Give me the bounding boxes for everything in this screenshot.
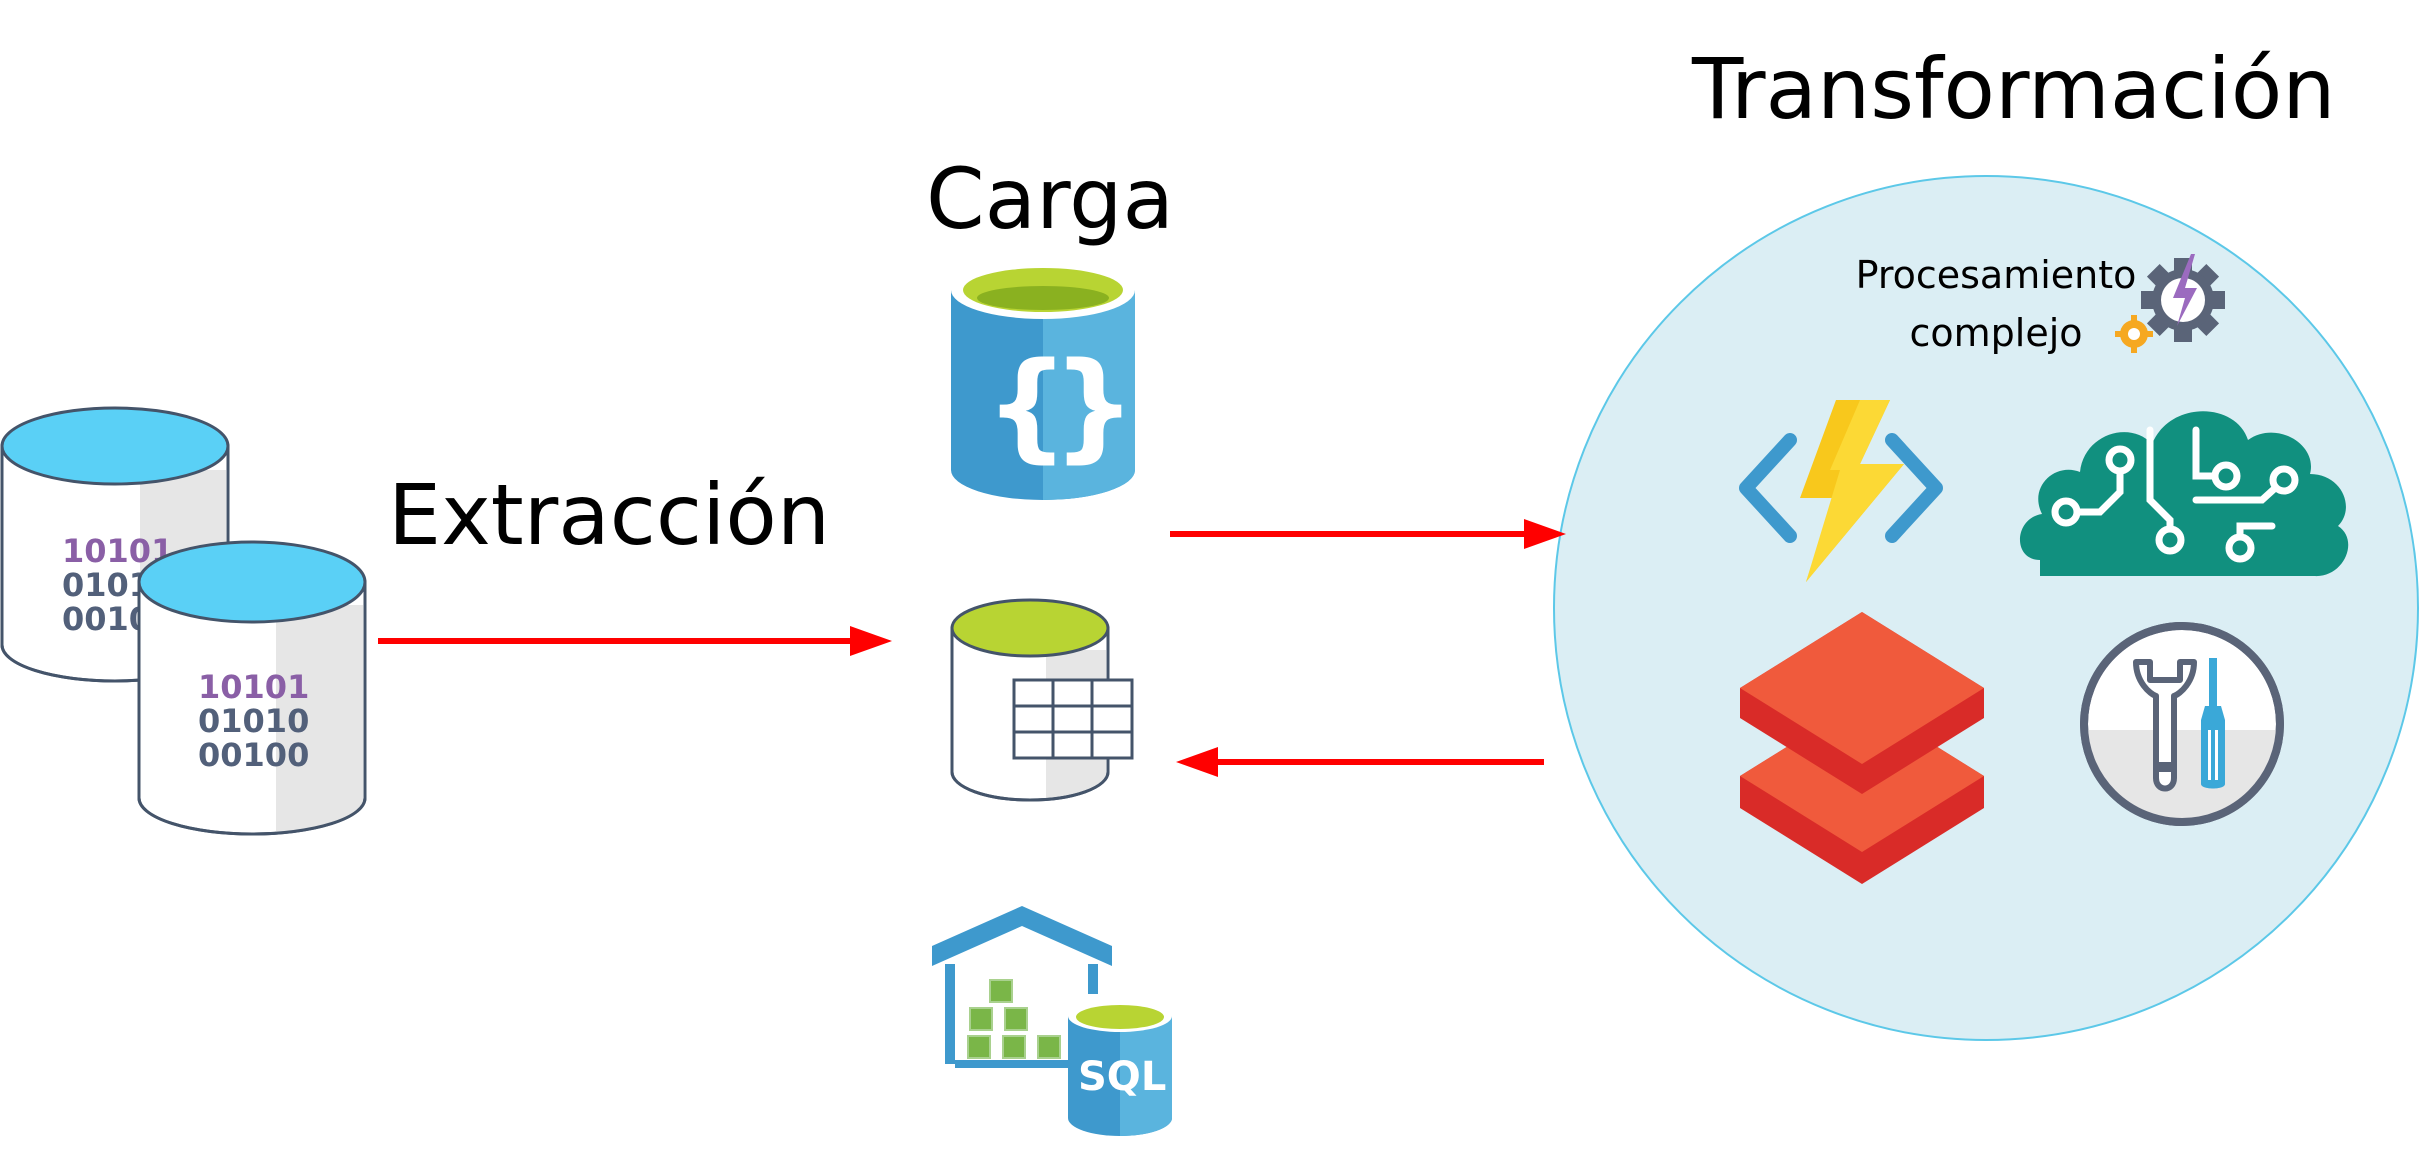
wrench <box>2133 659 2197 792</box>
azure-functions-icon <box>1739 400 1943 582</box>
cosmos-db-icon: { } <box>951 261 1136 500</box>
source-db-back-row-3: 0010 <box>62 600 151 638</box>
arrow-load-to-transform <box>1170 519 1566 549</box>
source-db-back-row-2: 0101 <box>62 566 151 604</box>
sql-badge-text: SQL <box>1078 1054 1166 1100</box>
gear-lightning-icon <box>2115 254 2225 353</box>
sql-table-icon <box>950 598 1134 802</box>
source-db-front: 10101 01010 00100 <box>137 540 367 836</box>
transform-stage-label: Transformación <box>1692 40 2336 138</box>
complex-processing-line-1: Procesamiento <box>1855 253 2137 297</box>
complex-processing-line-2: complejo <box>1909 311 2083 355</box>
source-database-icon: 10101 0101 0010 10101 01010 00100 <box>0 406 367 836</box>
cosmos-brace-left: { <box>985 336 1069 474</box>
tools-icon <box>2080 622 2284 826</box>
source-db-front-row-3: 00100 <box>198 736 309 774</box>
source-db-front-row-1: 10101 <box>198 668 309 706</box>
cosmos-brace-right: } <box>1052 336 1136 474</box>
source-db-front-row-2: 01010 <box>198 702 309 740</box>
sql-data-warehouse-icon: SQL <box>932 906 1172 1136</box>
arrow-extract-to-load <box>378 626 892 656</box>
screwdriver <box>2201 658 2225 789</box>
load-stage-label: Carga <box>926 150 1174 248</box>
extract-stage-label: Extracción <box>388 466 831 564</box>
complex-processing-label: Procesamiento complejo <box>1850 246 2142 362</box>
databricks-icon <box>1740 612 1984 884</box>
sql-table-grid <box>1012 678 1134 760</box>
machine-learning-brain-icon <box>2019 411 2349 577</box>
arrow-transform-to-load <box>1176 747 1544 777</box>
